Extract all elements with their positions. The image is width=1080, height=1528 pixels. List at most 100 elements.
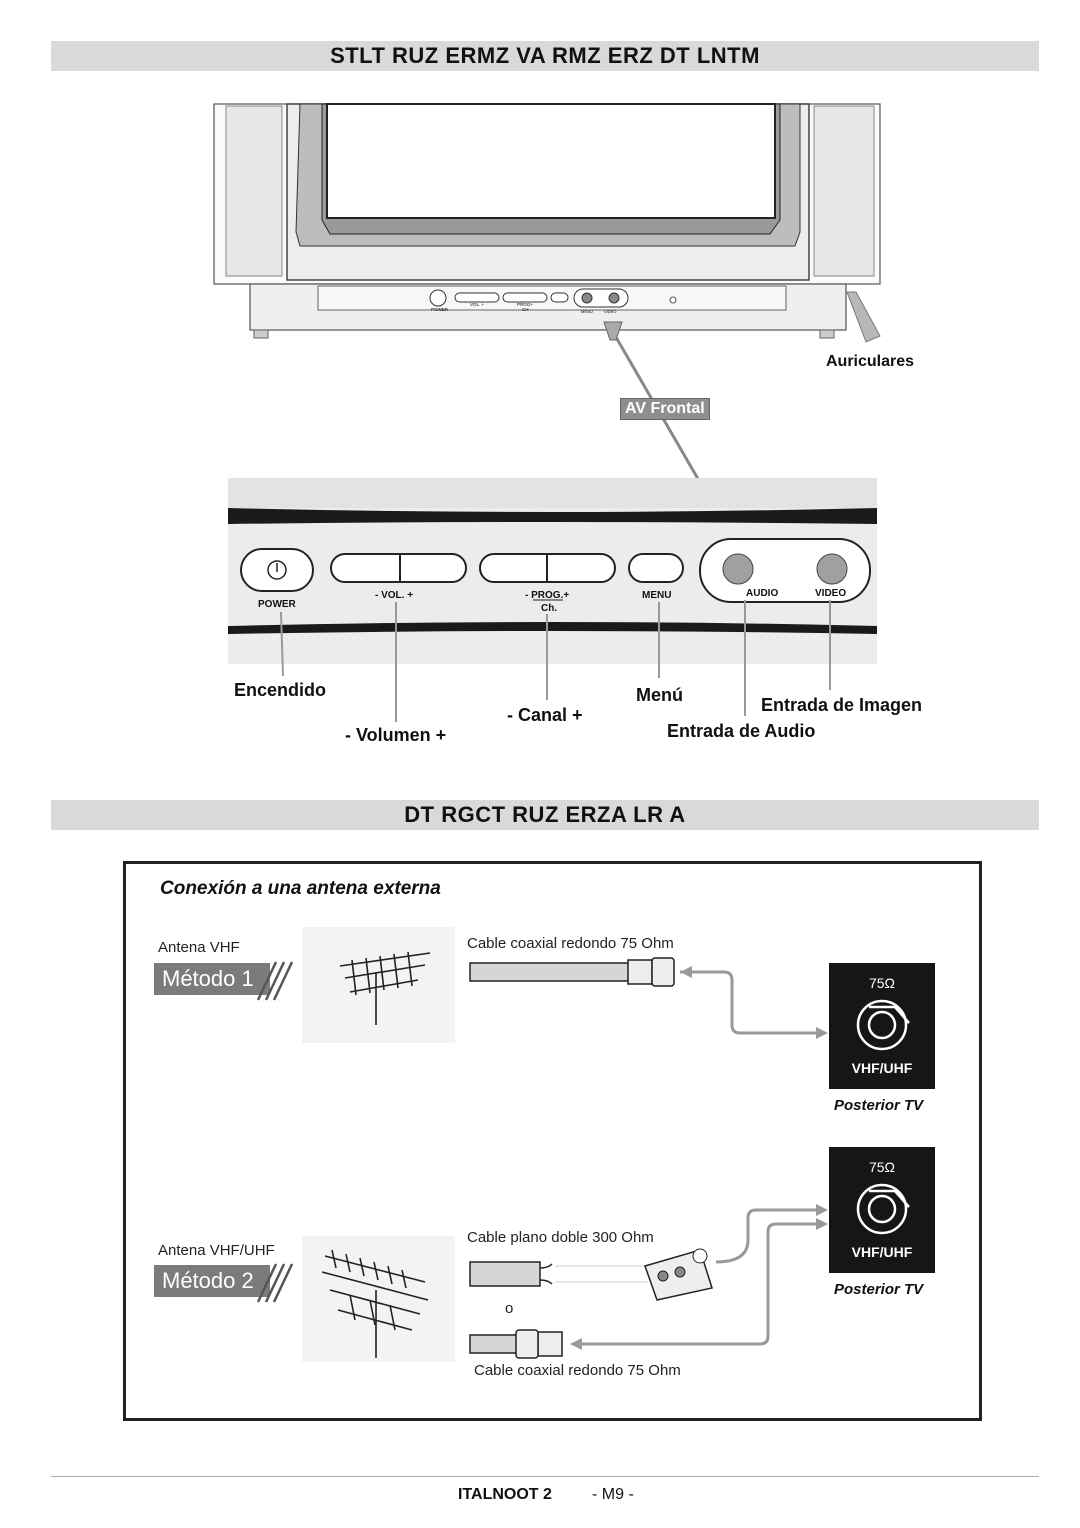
right-speaker xyxy=(813,105,875,277)
small-vol-button xyxy=(454,292,500,303)
antenna-heading: Conexión a una antena externa xyxy=(160,878,441,899)
arrow-1a xyxy=(680,966,692,978)
small-menu-button xyxy=(550,292,569,303)
callout-menu-text: Menú xyxy=(636,685,683,705)
callout-entrada-audio: Entrada de Audio xyxy=(667,721,816,741)
audio-jack-label: AUDIO xyxy=(746,588,779,599)
section-title-front: STLT RUZ ERMZ VA RMZ ERZ DT LNTM xyxy=(51,41,1039,71)
coax-cable-1 xyxy=(469,962,631,982)
headphones-label: Auriculares xyxy=(826,353,915,370)
antenna-vhf-box xyxy=(302,927,455,1043)
tv-socket-panel-2-bg xyxy=(829,1147,935,1273)
antenna-vhfuhf-icon xyxy=(321,1249,429,1358)
tv-socket-panel-1-bg xyxy=(829,963,935,1089)
tv-socket-2-caption: Posterior TV xyxy=(834,1281,924,1298)
panel-top-strip xyxy=(228,478,877,508)
small-video-label: VIDEO xyxy=(604,309,616,314)
antenna-vhf-icon xyxy=(339,951,431,1025)
rf-socket-inner-2 xyxy=(867,1194,897,1224)
method1-hatch xyxy=(256,961,294,1001)
callout-canal: - Canal + xyxy=(507,705,583,725)
method2-antenna-label: Antena VHF/UHF xyxy=(158,1242,275,1259)
section-title-antenna: DT RGCT RUZ ERZA LR A xyxy=(51,800,1039,830)
small-ch-label: CH xyxy=(522,307,529,312)
antenna-connection-box xyxy=(123,861,982,1421)
method1-badge: Método 1 xyxy=(154,963,270,995)
small-prog-label: PROG+ xyxy=(517,302,533,307)
left-speaker xyxy=(225,105,283,277)
rf-socket-rim-1 xyxy=(869,1005,910,1024)
rf-socket-outer-1 xyxy=(856,999,908,1051)
coax-plug-1-head xyxy=(651,957,675,987)
power-icon xyxy=(267,560,287,580)
small-power-label: POWER xyxy=(431,307,449,312)
antenna-diagram xyxy=(256,927,909,1362)
callout-power xyxy=(280,611,284,677)
tv-foot-left xyxy=(253,329,269,339)
footer-brand: ITALNOOT 2 xyxy=(458,1486,552,1503)
tv-socket-1-caption: Posterior TV xyxy=(834,1097,924,1114)
rf-socket-inner-1 xyxy=(867,1010,897,1040)
method2-hatch xyxy=(256,1263,294,1303)
headphone-pointer xyxy=(846,291,881,343)
arrow-2b xyxy=(570,1338,582,1350)
menu-button-label: MENU xyxy=(642,590,672,601)
video-jack xyxy=(816,553,848,585)
method2-badge: Método 2 xyxy=(154,1265,270,1297)
flat-cable xyxy=(469,1261,541,1287)
standby-led xyxy=(669,296,677,304)
section-title-antenna-text: DT RGCT RUZ ERZA LR A xyxy=(404,802,686,827)
coax-plug-2 xyxy=(537,1331,563,1357)
footer-rule xyxy=(51,1476,1039,1477)
method1-label: Método 1 xyxy=(162,966,254,991)
method2-flat-cable-label: Cable plano doble 300 Ohm xyxy=(467,1229,654,1246)
method1-antenna-label: Antena VHF xyxy=(158,939,240,956)
av-frontal-label: AV Frontal xyxy=(625,400,705,417)
rf-socket-rim-2 xyxy=(869,1189,910,1208)
tv-foot-right xyxy=(819,329,835,339)
small-prog-button xyxy=(502,292,548,303)
vol-rocker xyxy=(330,553,467,583)
tv-socket-2-band: VHF/UHF xyxy=(851,1244,913,1260)
method2-coax-cable-label: Cable coaxial redondo 75 Ohm xyxy=(474,1362,681,1379)
callout-encendido: Encendido xyxy=(234,680,327,700)
prog-button-label: - PROG.+ xyxy=(525,590,570,601)
tv-front-illustration: POWER VOL. + PROG+ CH MENU VIDEO xyxy=(213,103,881,722)
tv-socket-1 xyxy=(856,999,910,1051)
method1-cable-label: Cable coaxial redondo 75 Ohm xyxy=(467,935,674,952)
section-title-front-text: STLT RUZ ERMZ VA RMZ ERZ DT LNTM xyxy=(330,43,760,68)
method2-label: Método 2 xyxy=(162,1268,254,1293)
rf-socket-outer-2 xyxy=(856,1183,908,1235)
arrow-2c xyxy=(816,1218,828,1230)
connection-line-2a xyxy=(715,1208,822,1264)
video-jack-label: VIDEO xyxy=(815,588,847,599)
audio-jack xyxy=(722,553,754,585)
small-audio-jack xyxy=(581,292,593,304)
coax-plug-2-head xyxy=(515,1329,539,1359)
small-video-jack xyxy=(608,292,620,304)
small-vol-label: VOL. + xyxy=(470,302,485,307)
method2-or-label: o xyxy=(505,1300,514,1317)
panel-bottom-edge xyxy=(228,622,877,634)
av-frontal-badge: AV Frontal xyxy=(620,398,710,420)
arrow-1b xyxy=(816,1027,828,1039)
flat-cable-wires xyxy=(539,1263,553,1285)
coax-plug-1 xyxy=(627,959,653,985)
ch-button-label: Ch. xyxy=(541,603,558,614)
panel-top-edge xyxy=(228,508,877,524)
vol-button-label: - VOL. + xyxy=(375,590,414,601)
tv-socket-1-band: VHF/UHF xyxy=(851,1060,913,1076)
callout-entrada-imagen: Entrada de Imagen xyxy=(761,695,923,715)
callout-volumen: - Volumen + xyxy=(345,725,447,745)
menu-button xyxy=(628,553,684,583)
small-power-button xyxy=(429,289,447,307)
antenna-vhfuhf-box xyxy=(302,1236,455,1362)
tv-socket-2 xyxy=(856,1183,910,1235)
tv-screen xyxy=(326,103,776,219)
small-menu-label: MENU xyxy=(581,309,593,314)
power-button-label: POWER xyxy=(258,599,296,610)
connection-line-1 xyxy=(680,970,822,1035)
connection-line-2b xyxy=(576,1222,822,1346)
footer-page-number: - M9 - xyxy=(592,1486,634,1503)
tv-socket-1-impedance: 75Ω xyxy=(868,975,896,991)
